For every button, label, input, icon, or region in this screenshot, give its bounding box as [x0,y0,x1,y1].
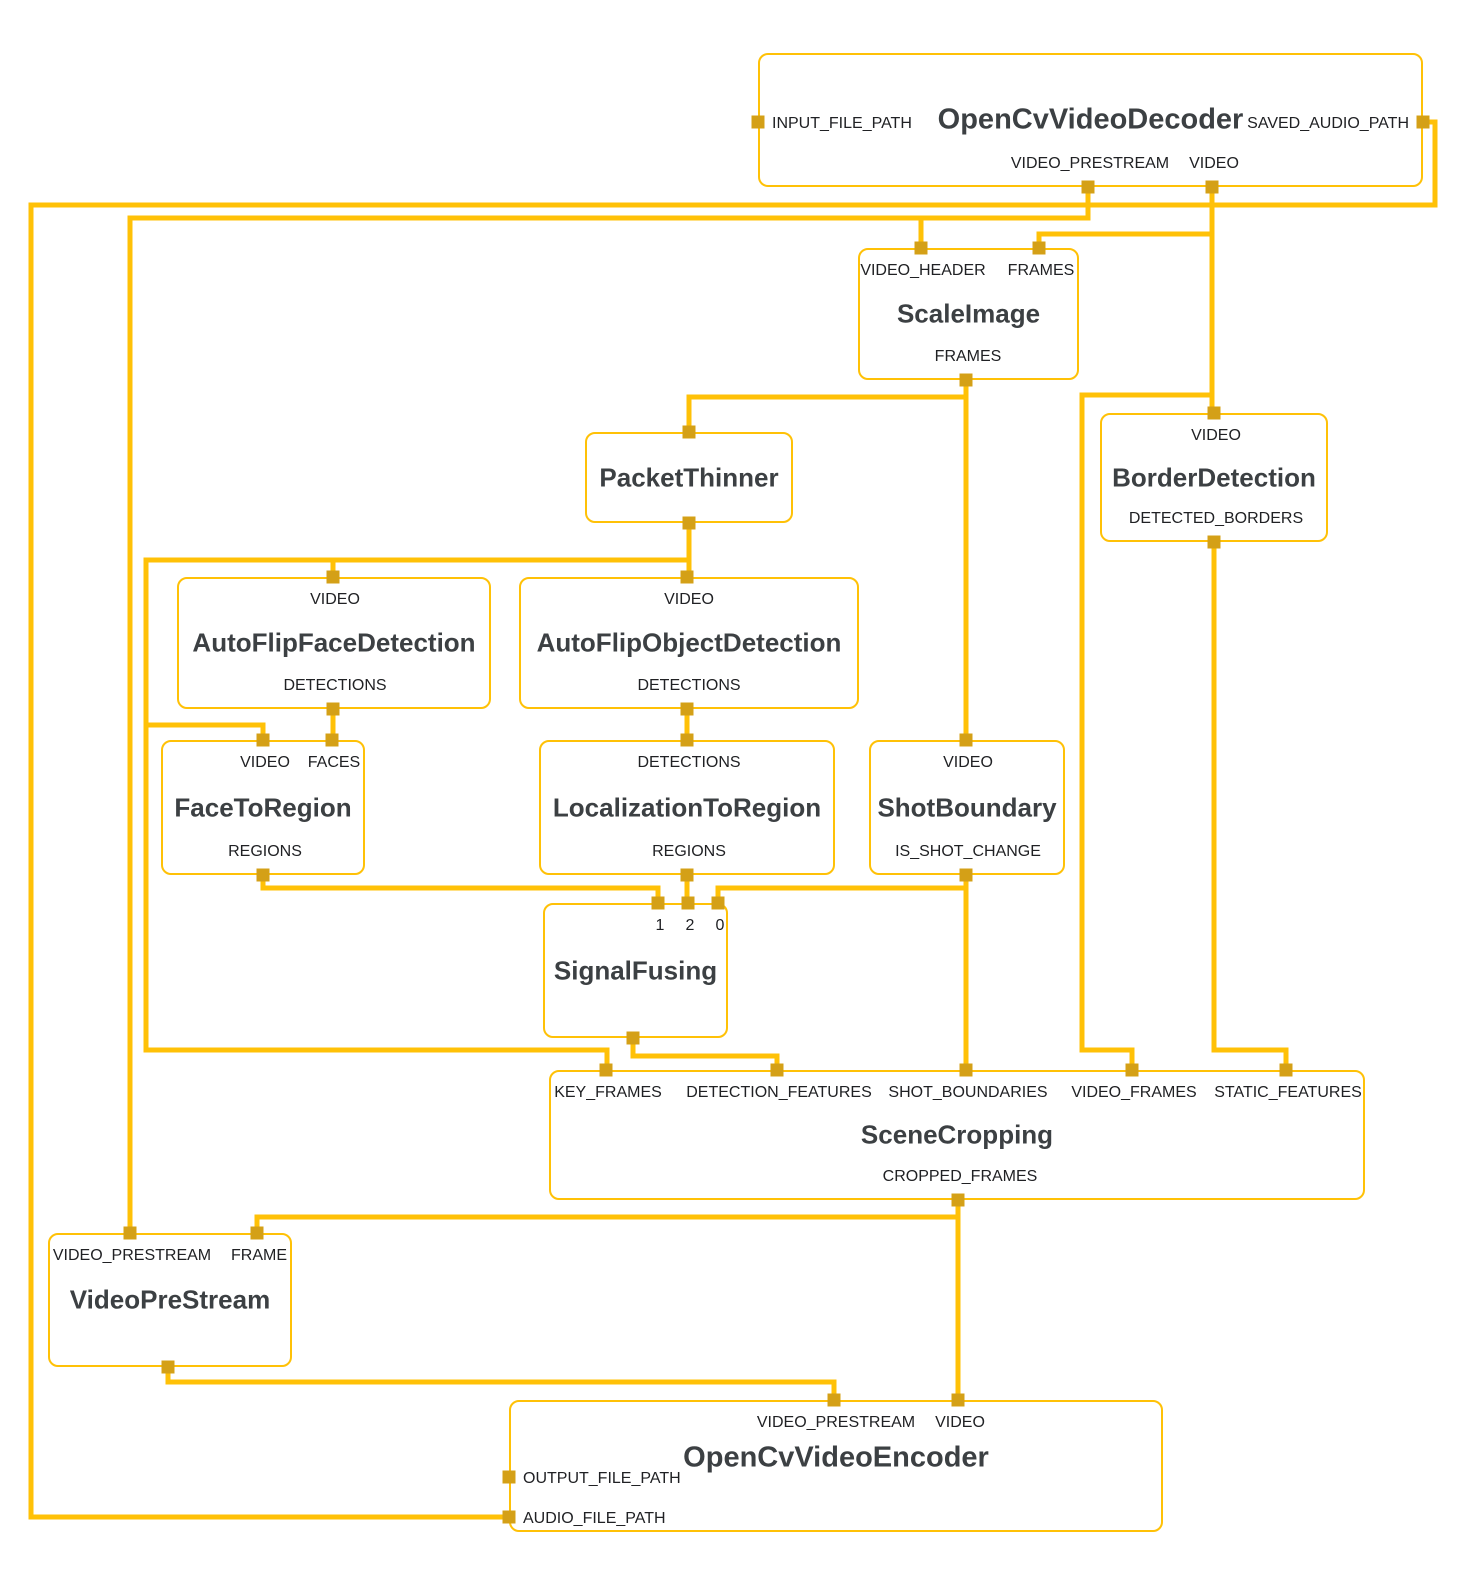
node-title: FaceToRegion [174,792,352,822]
node-autoflip-object-detection[interactable]: AutoFlipObjectDetection VIDEO DETECTIONS [519,577,859,709]
port-label: INPUT_FILE_PATH [772,115,912,132]
port-label: FRAMES [934,348,1002,365]
port-label: VIDEO [240,754,290,771]
node-border-detection[interactable]: BorderDetection VIDEO DETECTED_BORDERS [1100,413,1328,542]
node-video-pre-stream[interactable]: VideoPreStream VIDEO_PRESTREAM FRAME [48,1233,292,1367]
port-label: AUDIO_FILE_PATH [523,1510,666,1527]
port-label: VIDEO_PRESTREAM [52,1247,212,1264]
port-label: OUTPUT_FILE_PATH [523,1470,681,1487]
edge-face-regions-to-signalfusing-1 [260,875,661,903]
node-face-to-region[interactable]: FaceToRegion VIDEO FACES REGIONS [161,740,365,875]
edge-frames-to-packetthinner [686,394,966,432]
edge-cropped-to-videoprestream-frame [254,1214,958,1233]
port-label: VIDEO_HEADER [860,262,986,279]
port-label: VIDEO [310,591,360,608]
node-scale-image[interactable]: ScaleImage VIDEO_HEADER FRAMES FRAMES [858,248,1079,380]
node-autoflip-face-detection[interactable]: AutoFlipFaceDetection VIDEO DETECTIONS [177,577,491,709]
port-label: VIDEO_FRAMES [1071,1084,1197,1101]
port-label: KEY_FRAMES [554,1084,662,1101]
edge-thinned-to-facetoregion [146,722,266,740]
node-title: AutoFlipFaceDetection [192,627,476,658]
node-title: SceneCropping [860,1119,1054,1150]
port-label: VIDEO [943,754,993,771]
port-label: DETECTION_FEATURES [686,1084,872,1101]
edge-borders-to-static-features [1211,542,1289,1070]
port-label: VIDEO [1189,155,1239,172]
port-label: SAVED_AUDIO_PATH [1247,115,1409,132]
port-label: FRAME [231,1247,287,1264]
port-label: IS_SHOT_CHANGE [895,843,1041,860]
port-label: 0 [715,917,725,934]
port-label: STATIC_FEATURES [1214,1084,1362,1101]
port-label: VIDEO [664,591,714,608]
edge-shot-change-to-signalfusing-0 [715,885,966,903]
port-label: SHOT_BOUNDARIES [888,1084,1048,1101]
node-title: SignalFusing [553,955,718,985]
port-label: 1 [655,917,665,934]
edge-fused-to-detection-features [630,1038,780,1070]
port-label: CROPPED_FRAMES [882,1168,1038,1185]
node-signal-fusing[interactable]: SignalFusing 1 2 0 [543,903,728,1038]
port-label: DETECTED_BORDERS [1128,510,1304,527]
port-label: VIDEO_PRESTREAM [1010,155,1170,172]
node-opencv-video-decoder[interactable]: OpenCvVideoDecoder INPUT_FILE_PATH SAVED_A… [758,53,1423,187]
port-label: 2 [685,917,695,934]
edge-video-to-scaleimage-frames [1036,231,1212,248]
node-title: VideoPreStream [69,1284,271,1315]
port-label: VIDEO [935,1414,985,1431]
port-label: DETECTIONS [283,677,387,694]
port-label: FACES [307,754,361,771]
node-opencv-video-encoder[interactable]: OpenCvVideoEncoder VIDEO_PRESTREAM VIDEO OU… [509,1400,1163,1532]
node-title: BorderDetection [1112,462,1316,492]
node-title: OpenCvVideoDecoder [937,103,1244,136]
port-label: VIDEO [1191,427,1241,444]
node-localization-to-region[interactable]: LocalizationToRegion DETECTIONS REGIONS [539,740,835,875]
edge-videoprestream-to-encoder [165,1367,837,1400]
node-scene-cropping[interactable]: SceneCropping KEY_FRAMES DETECTION_FEATURE… [549,1070,1365,1200]
node-shot-boundary[interactable]: ShotBoundary VIDEO IS_SHOT_CHANGE [869,740,1065,875]
node-title: AutoFlipObjectDetection [536,627,842,658]
port-label: FRAMES [1007,262,1075,279]
port-label: DETECTIONS [637,754,741,771]
port-label: REGIONS [228,843,302,860]
port-label: REGIONS [652,843,726,860]
node-title: OpenCvVideoEncoder [683,1441,989,1474]
node-title: LocalizationToRegion [552,792,822,822]
node-title: ShotBoundary [877,792,1057,822]
port-label: VIDEO_PRESTREAM [756,1414,916,1431]
node-title: PacketThinner [599,462,779,492]
node-title: ScaleImage [896,298,1041,329]
node-packet-thinner[interactable]: PacketThinner [585,432,793,523]
port-label: DETECTIONS [637,677,741,694]
